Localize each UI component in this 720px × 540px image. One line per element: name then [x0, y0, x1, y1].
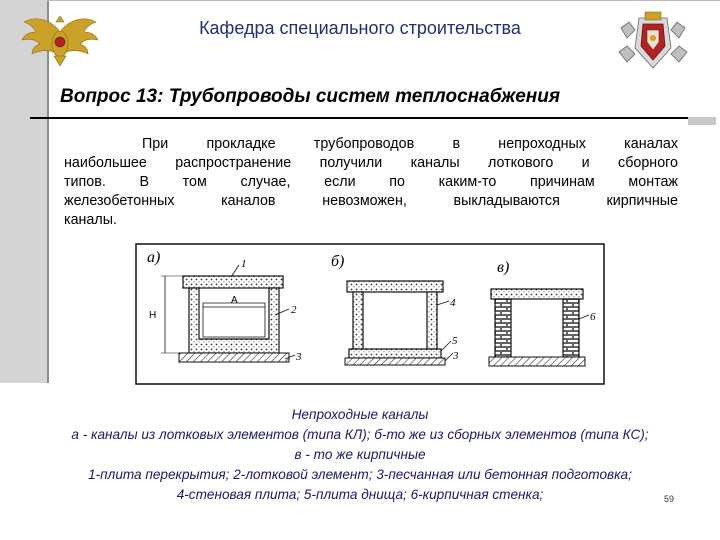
body-line: При прокладке трубопроводов в непроходны…	[142, 136, 678, 152]
left-sidebar-bar	[0, 0, 47, 383]
dim-a-label: A	[231, 295, 238, 306]
department-title: Кафедра специального строительства	[199, 18, 521, 38]
title-underline-accent	[688, 117, 716, 125]
base-a	[178, 352, 290, 363]
wall-left-b	[352, 291, 364, 350]
page-number: 59	[664, 494, 675, 504]
body-line: наибольшее распространение получили кана…	[64, 155, 678, 171]
caption-line: 1-плита перекрытия; 2-лотковой элемент; …	[88, 467, 632, 482]
top-rule	[47, 0, 720, 1]
opening-a	[202, 302, 266, 338]
callout-5: 5	[452, 335, 458, 347]
channels-figure: а) A H 1 2 3 б) 4 5 3 в) 6	[135, 243, 605, 385]
engineering-badge-icon	[618, 11, 688, 69]
brick-wall-right-v	[562, 298, 580, 358]
caption-line: в - то же кирпичные	[294, 447, 426, 462]
wall-right-b	[426, 291, 438, 350]
callout-4: 4	[450, 297, 456, 309]
brick-wall-left-v	[494, 298, 512, 358]
figure-caption: Непроходные каналы а - каналы из лотковы…	[0, 405, 720, 505]
callout-2: 2	[291, 304, 297, 316]
body-paragraph: При прокладке трубопроводов в непроходны…	[64, 135, 678, 230]
cover-slab-b	[346, 280, 444, 293]
label-b: б)	[331, 253, 344, 270]
callout-3b: 3	[452, 350, 459, 362]
label-v: в)	[497, 259, 509, 276]
body-line: типов. В том случае, если по каким-то пр…	[64, 174, 678, 190]
bottom-plate-b	[348, 348, 442, 359]
question-title: Вопрос 13: Трубопроводы систем теплоснаб…	[60, 86, 561, 107]
dim-h-label: H	[149, 310, 156, 321]
cover-slab-v	[490, 288, 584, 300]
caption-line: 4-стеновая плита; 5-плита днища; 6-кирпи…	[176, 487, 544, 502]
caption-line: а - каналы из лотковых элементов (типа К…	[71, 427, 649, 442]
label-a: а)	[147, 249, 160, 266]
caption-line: Непроходные каналы	[291, 407, 429, 422]
callout-1: 1	[241, 258, 247, 270]
sidebar-edge	[47, 0, 49, 383]
eagle-emblem-icon	[21, 15, 99, 67]
callout-6: 6	[590, 311, 596, 323]
callout-3: 3	[295, 351, 302, 363]
cover-slab-a	[182, 275, 284, 289]
body-line: каналы.	[64, 212, 117, 228]
title-underline	[30, 117, 688, 119]
base-v	[488, 356, 586, 367]
body-line: железобетонных каналов невозможен, выкла…	[64, 193, 678, 209]
base-b	[344, 357, 446, 366]
